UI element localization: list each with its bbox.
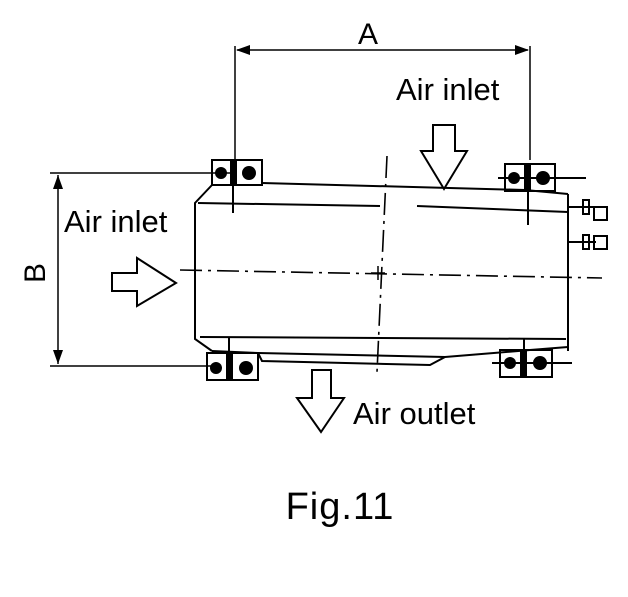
mounting-foot-top-right [498,163,586,225]
centre-lines [179,155,603,373]
dimension-b: B [19,172,232,367]
air-outlet-arrow [295,369,346,434]
dimension-b-label: B [19,263,52,283]
air-inlet-top-label: Air inlet [396,72,500,107]
air-inlet-left-arrow [111,256,178,308]
figure-caption: Fig.11 [286,486,395,528]
air-outlet-label: Air outlet [353,396,476,431]
mounting-foot-bottom-right [492,339,572,378]
air-inlet-left-label: Air inlet [64,204,168,239]
mounting-foot-top-left [211,159,263,213]
terminal-connectors [568,199,608,250]
dimension-a: A [234,18,531,160]
dimension-a-label: A [358,18,378,51]
mounting-foot-bottom-left [206,338,259,381]
air-inlet-top-arrow [419,124,469,191]
